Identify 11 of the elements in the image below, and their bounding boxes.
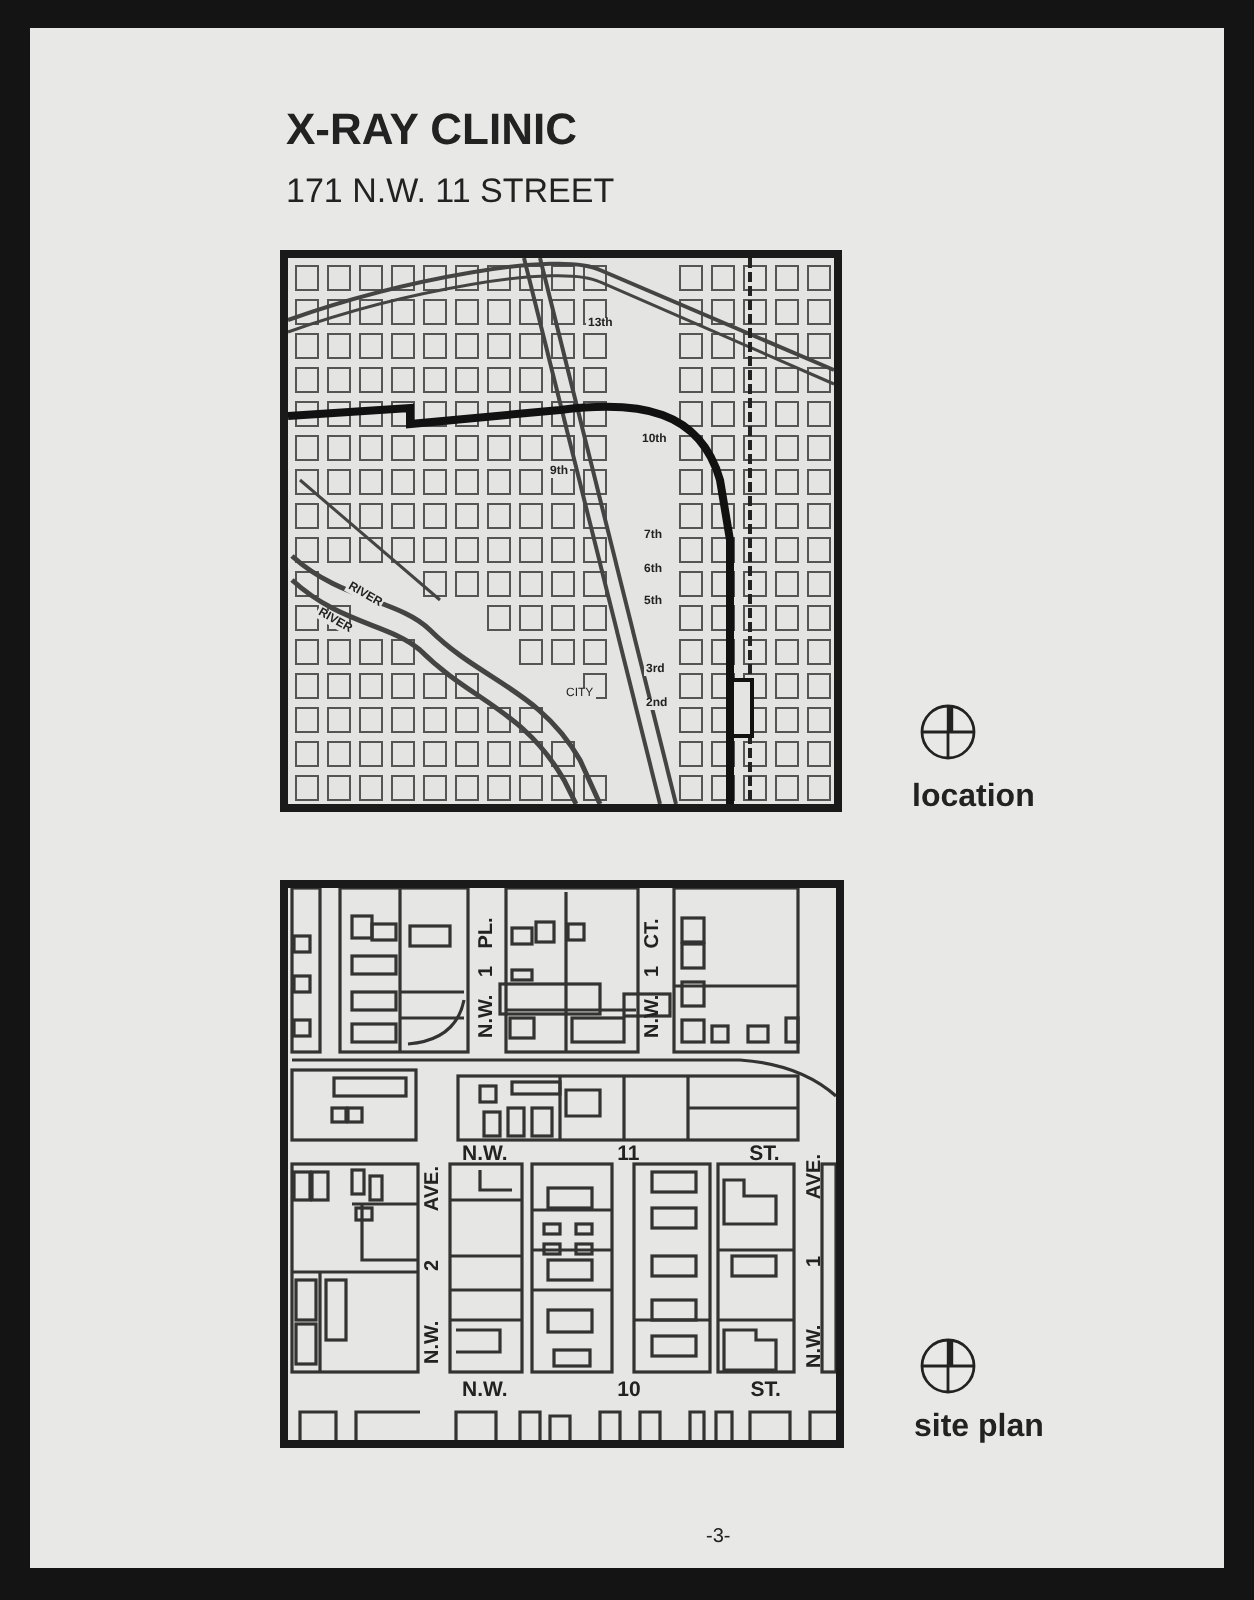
caption: site plan [914,1412,1044,1444]
caption: location [912,782,1035,814]
title: X-RAY CLINIC [286,108,577,152]
page-number: -3- [706,1528,731,1548]
street-label: N.W. 1 CT. [644,918,664,1038]
street-label: N.W. 2 AVE. [424,1165,444,1364]
street-label: N.W. 10 ST. [462,1380,781,1401]
street-label: N.W. 1 AVE. [806,1153,826,1368]
street-label: N.W. 11 ST. [462,1144,780,1165]
street-label: N.W. 1 PL. [478,917,498,1038]
subtitle: 171 N.W. 11 STREET [286,174,615,208]
